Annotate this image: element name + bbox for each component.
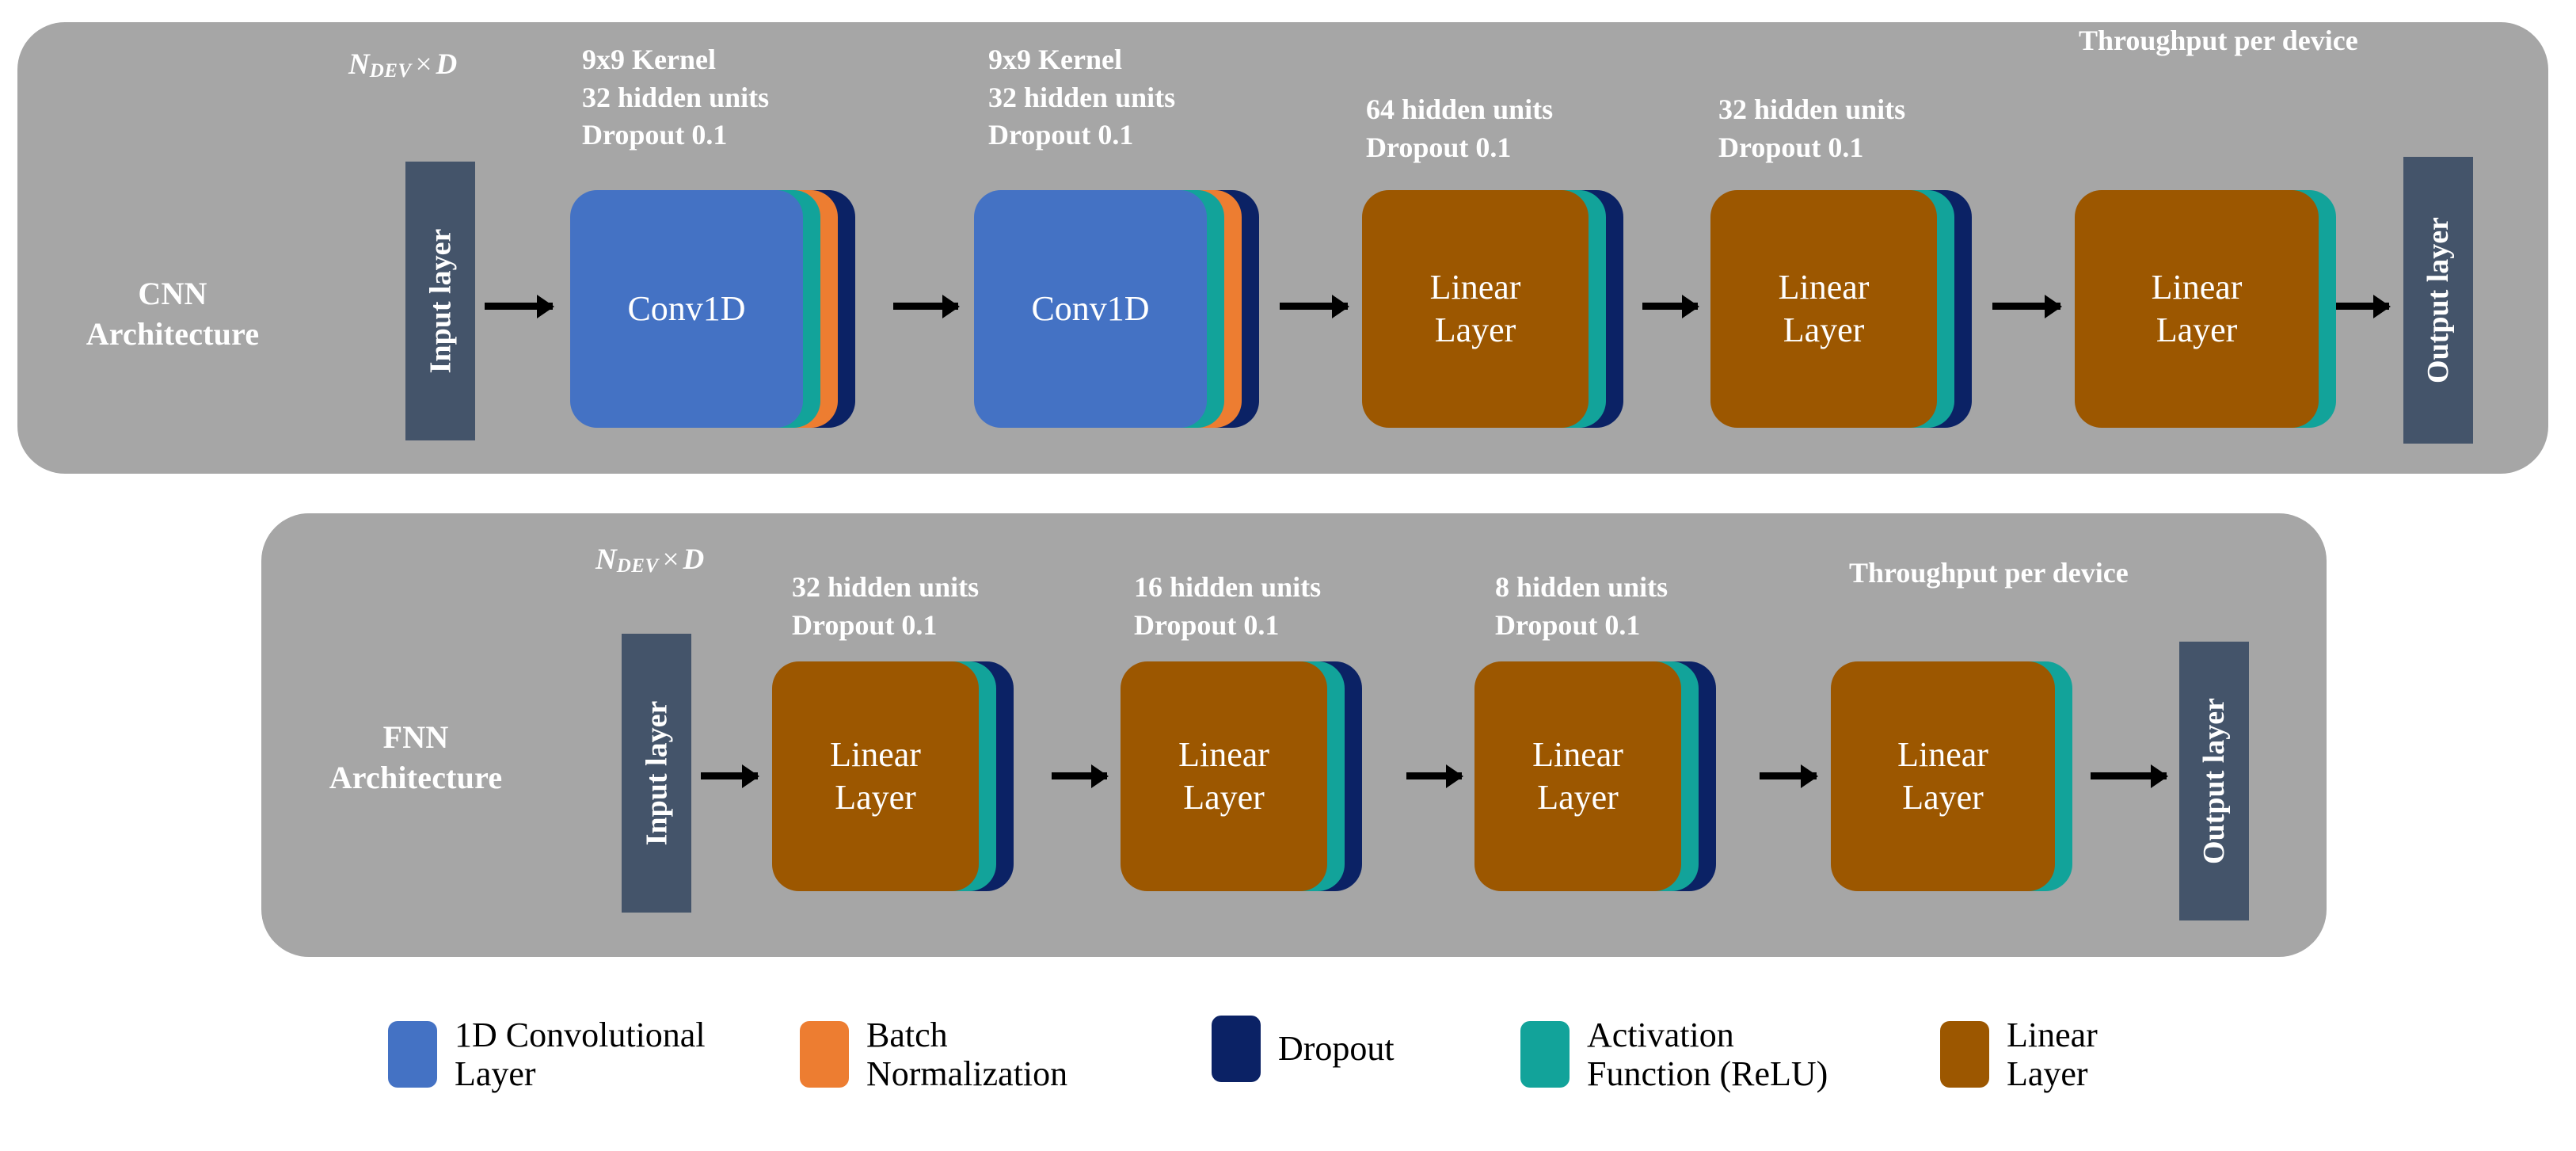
fnn-block-3-caption-line-0: Throughput per device (1849, 557, 2129, 589)
cnn-block-0-caption-line-0: 9x9 Kernel (582, 44, 716, 75)
cnn-block-3-caption-line-0: 32 hidden units (1718, 93, 1906, 125)
cnn-arrow-2 (1280, 303, 1348, 310)
legend-label-3: Activation Function (ReLU) (1587, 1016, 1828, 1094)
cnn-input-shape-symbol: N (348, 48, 370, 81)
cnn-block-caption-4: Throughput per device (2079, 22, 2358, 60)
cnn-block-2-label: Linear Layer (1362, 190, 1589, 428)
cnn-layer-block-conv1d-1[interactable]: Conv1D (570, 190, 855, 428)
fnn-input-layer: Input layer (622, 634, 691, 913)
fnn-block-1-label: Linear Layer (1121, 661, 1327, 891)
fnn-block-3-label: Linear Layer (1831, 661, 2055, 891)
fnn-arrow-3 (1760, 772, 1817, 779)
cnn-input-layer: Input layer (405, 162, 475, 440)
fnn-block-2-label: Linear Layer (1474, 661, 1681, 891)
cnn-arrow-4 (1992, 303, 2060, 310)
legend-label-4: Linear Layer (2007, 1016, 2098, 1094)
fnn-layer-block-linear-4[interactable]: Linear Layer (1831, 661, 2072, 891)
fnn-block-0-caption-line-1: Dropout 0.1 (792, 608, 938, 641)
cnn-block-4-label: Linear Layer (2075, 190, 2319, 428)
cnn-layer-block-conv1d-2[interactable]: Conv1D (974, 190, 1259, 428)
cnn-input-shape-label: NDEV×D (348, 48, 457, 82)
fnn-layer-block-linear-2[interactable]: Linear Layer (1121, 661, 1362, 891)
cnn-layer-block-linear-3[interactable]: Linear Layer (2075, 190, 2336, 428)
cnn-block-1-label: Conv1D (974, 190, 1207, 428)
fnn-arrow-2 (1406, 772, 1462, 779)
fnn-output-layer-label: Output layer (2197, 697, 2231, 865)
cnn-input-shape-operator: × (415, 48, 432, 81)
cnn-block-3-caption-line-1: Dropout 0.1 (1718, 131, 1864, 163)
cnn-block-2-caption-line-0: 64 hidden units (1366, 93, 1554, 125)
legend-item-1: Batch Normalization (800, 1016, 1067, 1094)
fnn-block-caption-3: Throughput per device (1849, 555, 2129, 593)
fnn-block-2-caption-line-1: Dropout 0.1 (1495, 608, 1641, 641)
legend-item-4: Linear Layer (1940, 1016, 2098, 1094)
legend-item-0: 1D Convolutional Layer (388, 1016, 706, 1094)
legend: 1D Convolutional Layer Batch Normalizatio… (388, 1016, 2209, 1119)
fnn-input-shape-subscript: DEV (616, 555, 659, 577)
fnn-architecture-title: FNN Architecture (329, 719, 503, 796)
legend-label-1: Batch Normalization (866, 1016, 1068, 1094)
legend-item-2: Dropout (1212, 1016, 1395, 1082)
cnn-block-0-caption-line-2: Dropout 0.1 (582, 119, 728, 151)
legend-swatch-1 (800, 1021, 849, 1088)
fnn-layer-block-linear-3[interactable]: Linear Layer (1474, 661, 1716, 891)
cnn-block-1-caption-line-0: 9x9 Kernel (988, 44, 1122, 75)
cnn-input-layer-label: Input layer (424, 228, 458, 374)
fnn-block-1-caption-line-0: 16 hidden units (1134, 571, 1322, 603)
fnn-block-0-label: Linear Layer (772, 661, 979, 891)
cnn-input-shape-dim: D (436, 48, 458, 81)
fnn-input-shape-symbol: N (595, 543, 617, 576)
cnn-output-layer: Output layer (2403, 157, 2473, 444)
cnn-arrow-0 (485, 303, 553, 310)
fnn-input-shape-dim: D (683, 543, 705, 576)
cnn-layer-block-linear-2[interactable]: Linear Layer (1710, 190, 1972, 428)
cnn-block-0-caption-line-1: 32 hidden units (582, 81, 770, 113)
fnn-input-shape-operator: × (662, 543, 679, 576)
fnn-block-1-caption-line-1: Dropout 0.1 (1134, 608, 1280, 641)
fnn-arrow-1 (1052, 772, 1107, 779)
fnn-input-shape-label: NDEV×D (595, 543, 704, 577)
fnn-block-2-caption-line-0: 8 hidden units (1495, 571, 1669, 603)
cnn-output-layer-label: Output layer (2422, 216, 2455, 384)
legend-swatch-0 (388, 1021, 437, 1088)
fnn-output-layer: Output layer (2179, 642, 2249, 920)
cnn-layer-block-linear-1[interactable]: Linear Layer (1362, 190, 1623, 428)
legend-swatch-2 (1212, 1016, 1261, 1082)
legend-swatch-3 (1520, 1021, 1570, 1088)
cnn-block-0-label: Conv1D (570, 190, 803, 428)
cnn-block-1-caption-line-1: 32 hidden units (988, 81, 1176, 113)
fnn-arrow-0 (701, 772, 758, 779)
cnn-block-4-caption-line-0: Throughput per device (2079, 25, 2358, 56)
cnn-architecture-title: CNN Architecture (86, 276, 260, 353)
fnn-layer-block-linear-1[interactable]: Linear Layer (772, 661, 1014, 891)
cnn-block-3-label: Linear Layer (1710, 190, 1937, 428)
cnn-block-1-caption-line-2: Dropout 0.1 (988, 119, 1134, 151)
cnn-arrow-3 (1642, 303, 1698, 310)
legend-label-2: Dropout (1278, 1029, 1395, 1069)
fnn-arrow-4 (2091, 772, 2167, 779)
fnn-input-layer-label: Input layer (640, 700, 674, 846)
legend-swatch-4 (1940, 1021, 1989, 1088)
legend-item-3: Activation Function (ReLU) (1520, 1016, 1828, 1094)
fnn-block-0-caption-line-0: 32 hidden units (792, 571, 980, 603)
legend-label-0: 1D Convolutional Layer (455, 1016, 706, 1094)
cnn-arrow-1 (893, 303, 958, 310)
cnn-arrow-5 (2324, 303, 2389, 310)
cnn-block-2-caption-line-1: Dropout 0.1 (1366, 131, 1512, 163)
cnn-input-shape-subscript: DEV (369, 60, 412, 82)
